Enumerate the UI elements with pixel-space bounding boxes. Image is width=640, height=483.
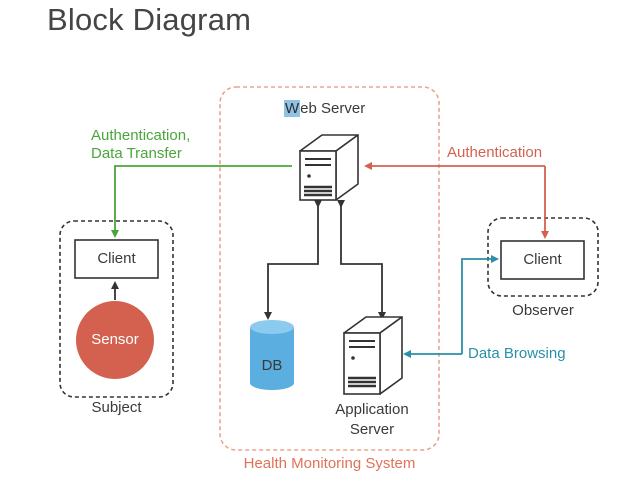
application-server-label: Application Server bbox=[335, 401, 409, 438]
web-server-label: Web Server bbox=[284, 100, 366, 117]
subject-group-boundary bbox=[59, 220, 174, 398]
db-label: DB bbox=[261, 357, 283, 374]
sensor-label: Sensor bbox=[91, 331, 139, 348]
client-subject-label: Client bbox=[97, 250, 136, 267]
database-icon bbox=[250, 320, 294, 390]
data-browsing-arrow-to-observer bbox=[461, 255, 499, 354]
client-subject-box bbox=[74, 239, 159, 279]
auth-data-transfer-arrow bbox=[111, 165, 292, 238]
page-title: Block Diagram bbox=[47, 2, 252, 37]
application-server-icon bbox=[343, 316, 403, 395]
web-server-icon bbox=[299, 134, 359, 201]
data-browsing-label: Data Browsing bbox=[468, 345, 566, 362]
sensor-node bbox=[76, 301, 154, 379]
health-monitoring-system-label: Health Monitoring System bbox=[243, 455, 416, 472]
webserver-db-link bbox=[264, 200, 322, 320]
auth-data-transfer-label: Authentication, Data Transfer bbox=[91, 127, 191, 162]
client-observer-box bbox=[500, 240, 585, 280]
subject-group-label: Subject bbox=[91, 399, 142, 416]
observer-group-label: Observer bbox=[512, 302, 574, 319]
webserver-appserver-link bbox=[337, 200, 386, 320]
authentication-label: Authentication bbox=[447, 144, 543, 161]
observer-group-boundary bbox=[487, 217, 599, 297]
health-monitoring-system-boundary bbox=[219, 86, 440, 451]
client-observer-label: Client bbox=[523, 251, 562, 268]
